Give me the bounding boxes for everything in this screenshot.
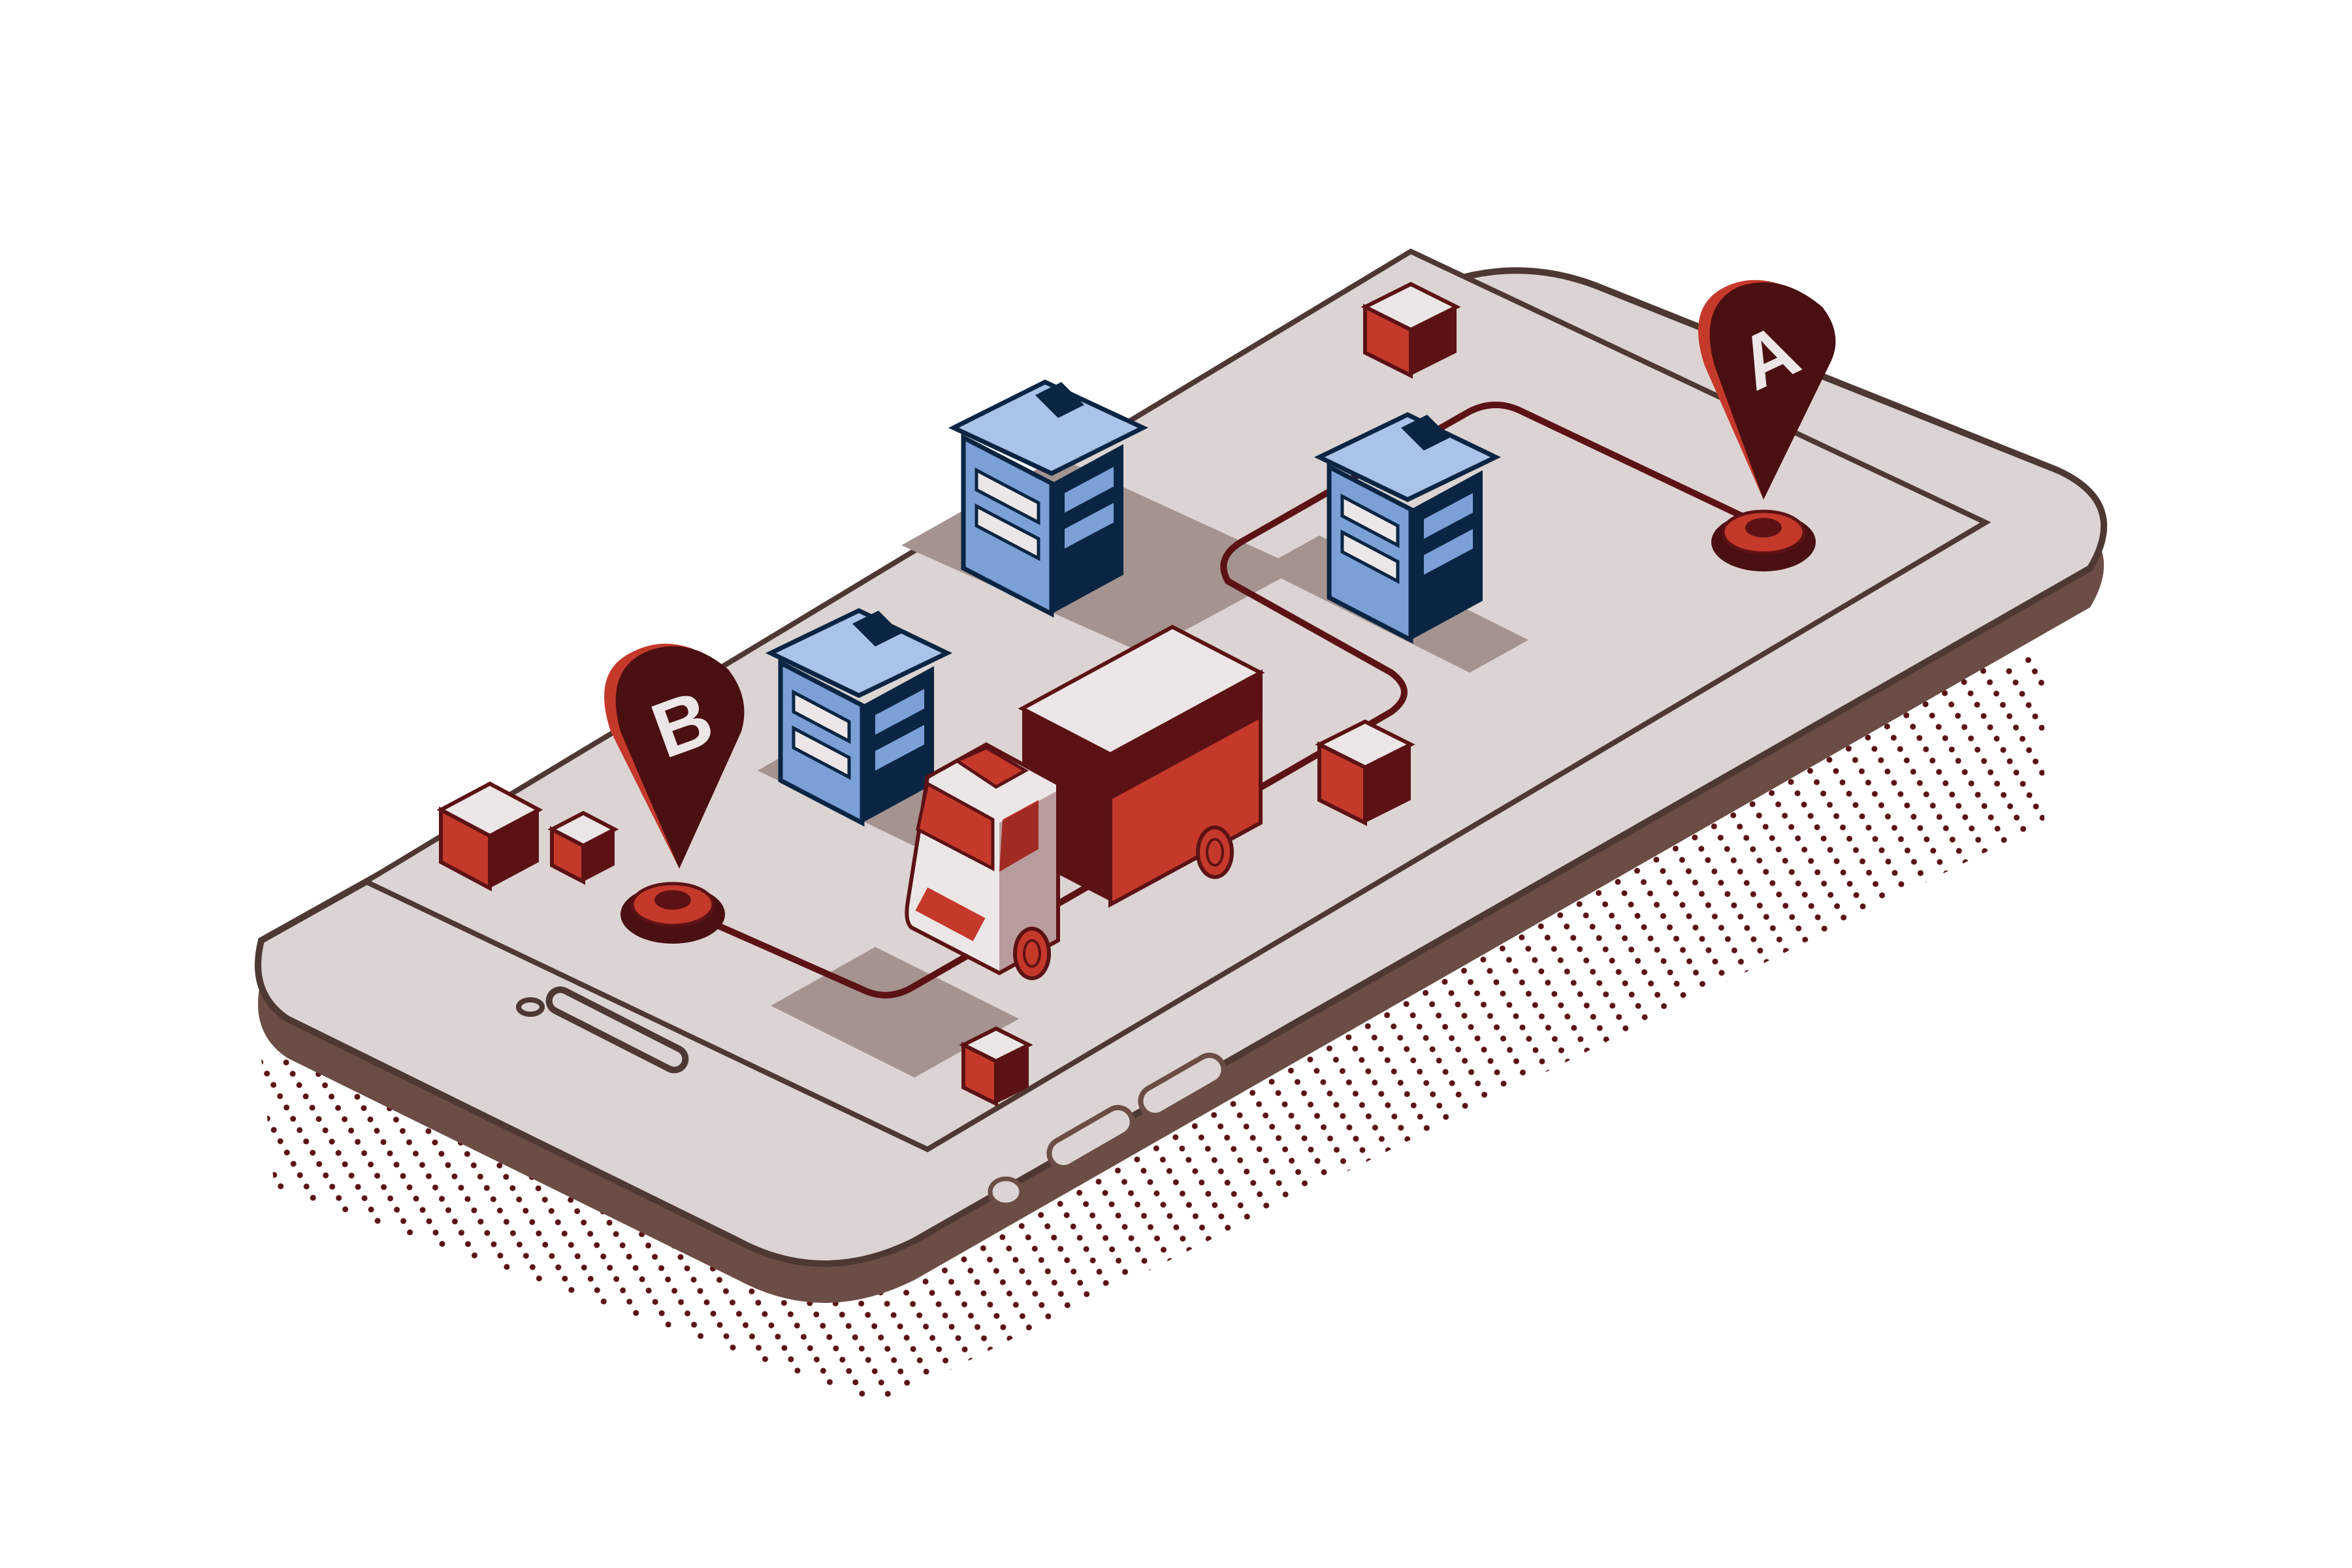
pin-b-base[interactable] (620, 882, 725, 944)
package-box-5 (959, 1026, 1033, 1107)
building-2 (1313, 412, 1502, 644)
phone-side-buttons[interactable] (988, 1050, 1229, 1208)
package-box-4 (547, 810, 619, 885)
pin-a-icon[interactable]: A (1698, 280, 1836, 500)
package-box-2 (1315, 719, 1415, 826)
delivery-truck (905, 624, 1265, 980)
phone-speaker (516, 986, 689, 1074)
pin-b-icon[interactable]: B (604, 643, 745, 869)
package-box-1 (1361, 281, 1461, 379)
package-box-3 (436, 781, 543, 891)
pin-a-base[interactable] (1711, 509, 1816, 571)
route-line (690, 402, 1785, 999)
building-3 (765, 608, 953, 827)
building-1 (948, 379, 1149, 618)
